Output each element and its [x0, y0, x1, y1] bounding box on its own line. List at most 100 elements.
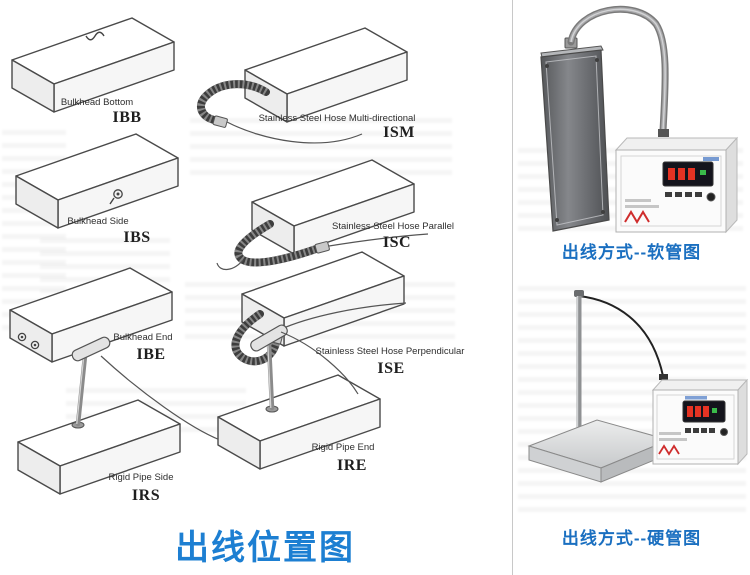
- ultrasonic-generator: [651, 378, 749, 466]
- led-digit: [695, 406, 701, 417]
- outlet-method-photos: 出线方式--软管图: [513, 0, 750, 575]
- transducer-plate: [540, 37, 610, 232]
- panel-knob: [706, 192, 716, 202]
- panel-text-mark: [659, 438, 687, 441]
- panel-button: [685, 192, 692, 197]
- panel-button: [693, 428, 699, 433]
- thin-cable: [278, 302, 407, 331]
- thin-cable-loop: [216, 259, 244, 270]
- isometric-box-irs: [17, 336, 221, 495]
- hose-braid-texture: [234, 220, 318, 267]
- panel-button: [695, 192, 702, 197]
- plate-face: [540, 49, 610, 232]
- generator-panel: [656, 394, 735, 460]
- panel-button: [685, 428, 691, 433]
- panel-button: [665, 192, 672, 197]
- waveform-logo: [658, 444, 680, 456]
- thin-cable: [280, 331, 359, 395]
- end-connector-pin: [33, 343, 37, 347]
- diagram-code-isc: ISC: [382, 234, 412, 251]
- diagram-code-ibb: IBB: [112, 109, 142, 126]
- flattened-pipe-end: [71, 336, 111, 362]
- generator-side: [725, 136, 738, 234]
- isometric-box-ibe: [9, 267, 173, 363]
- hose-braid-texture: [196, 80, 269, 124]
- diagram-code-ibs: IBS: [123, 229, 151, 246]
- panel-button: [709, 428, 715, 433]
- diagram-title: 出线位置图: [175, 529, 355, 567]
- rigid-pipe-drawing: [75, 353, 88, 427]
- led-digit: [703, 406, 709, 417]
- plate-end-face: [528, 445, 602, 483]
- side-connector-pin: [116, 192, 120, 196]
- led-digit: [688, 168, 695, 180]
- led-indicator: [712, 408, 717, 413]
- diagram-label-ibe: Bulkhead End: [113, 332, 173, 343]
- led-digit: [687, 406, 693, 417]
- bottom-connector-mark: [85, 31, 105, 41]
- generator-panel: [620, 155, 722, 227]
- diagram-canvas: [9, 17, 429, 495]
- thin-cable: [226, 121, 363, 144]
- diagram-label-ism: Stainless Steel Hose Multi-directional: [258, 113, 416, 124]
- isometric-box-ism: [196, 27, 408, 144]
- generator-side: [737, 378, 748, 466]
- flexible-hose-photo-canvas: [540, 5, 739, 234]
- panel-button: [675, 192, 682, 197]
- isometric-box-ibb: [11, 17, 175, 113]
- diagram-code-ism: ISM: [383, 124, 415, 141]
- rigid-pipe-highlight: [267, 343, 272, 409]
- diagram-label-ire: Rigid Pipe End: [311, 442, 375, 453]
- power-cable: [578, 295, 664, 377]
- diagram-label-ibs: Bulkhead Side: [67, 216, 129, 227]
- plate-screw: [595, 58, 599, 62]
- panel-knob: [720, 428, 728, 436]
- thin-cable: [328, 233, 429, 247]
- brand-mark: [703, 157, 719, 161]
- pipe-cap: [574, 290, 584, 297]
- led-digit: [668, 168, 675, 180]
- end-connector-pin: [20, 335, 24, 339]
- diagram-code-irs: IRS: [131, 487, 161, 504]
- panel-button: [701, 428, 707, 433]
- isometric-box-isc: [216, 159, 429, 270]
- plate-frame: [545, 55, 604, 226]
- diagram-label-irs: Rigid Pipe Side: [108, 472, 174, 483]
- led-digit: [678, 168, 685, 180]
- plate-screw: [601, 210, 605, 214]
- diagram-label-isc: Stainless Steel Hose Parallel: [332, 221, 454, 232]
- generator-top: [614, 137, 739, 151]
- hose-braid-texture: [231, 310, 280, 366]
- panel-text-mark: [625, 199, 651, 202]
- rigid-pipe-photo-canvas: [527, 290, 749, 483]
- waveform-logo: [624, 210, 650, 224]
- ultrasonic-generator: [614, 136, 739, 234]
- cable-gland: [659, 374, 668, 380]
- flattened-pipe-end: [250, 324, 288, 352]
- caption-rigid-pipe: 出线方式--硬管图: [561, 529, 702, 548]
- rigid-pipe-highlight: [76, 355, 85, 425]
- flexible-hose: [567, 5, 669, 137]
- isometric-box-ibs: [15, 133, 179, 229]
- diagram-code-ise: ISE: [377, 360, 405, 377]
- diagram-code-ibe: IBE: [136, 346, 166, 363]
- led-indicator: [700, 170, 706, 175]
- hose-connector: [212, 115, 228, 128]
- panel-divider: [512, 0, 513, 575]
- hose-connector: [314, 241, 330, 254]
- caption-flexible-hose: 出线方式--软管图: [561, 243, 702, 262]
- panel-text-mark: [625, 205, 659, 208]
- panel-text-mark: [659, 432, 681, 435]
- plate-screw: [555, 218, 559, 222]
- rigid-pipe-drawing: [266, 341, 275, 411]
- diagram-code-ire: IRE: [337, 457, 367, 474]
- generator-top: [651, 379, 749, 391]
- plate-screw: [545, 64, 549, 68]
- side-connector-stub: [109, 197, 115, 205]
- diagram-label-ibb: Bulkhead Bottom: [60, 97, 134, 108]
- brand-mark: [685, 396, 707, 400]
- isometric-box-ire: [217, 324, 381, 470]
- transducer-plate: [527, 419, 671, 483]
- thin-cable: [100, 355, 221, 441]
